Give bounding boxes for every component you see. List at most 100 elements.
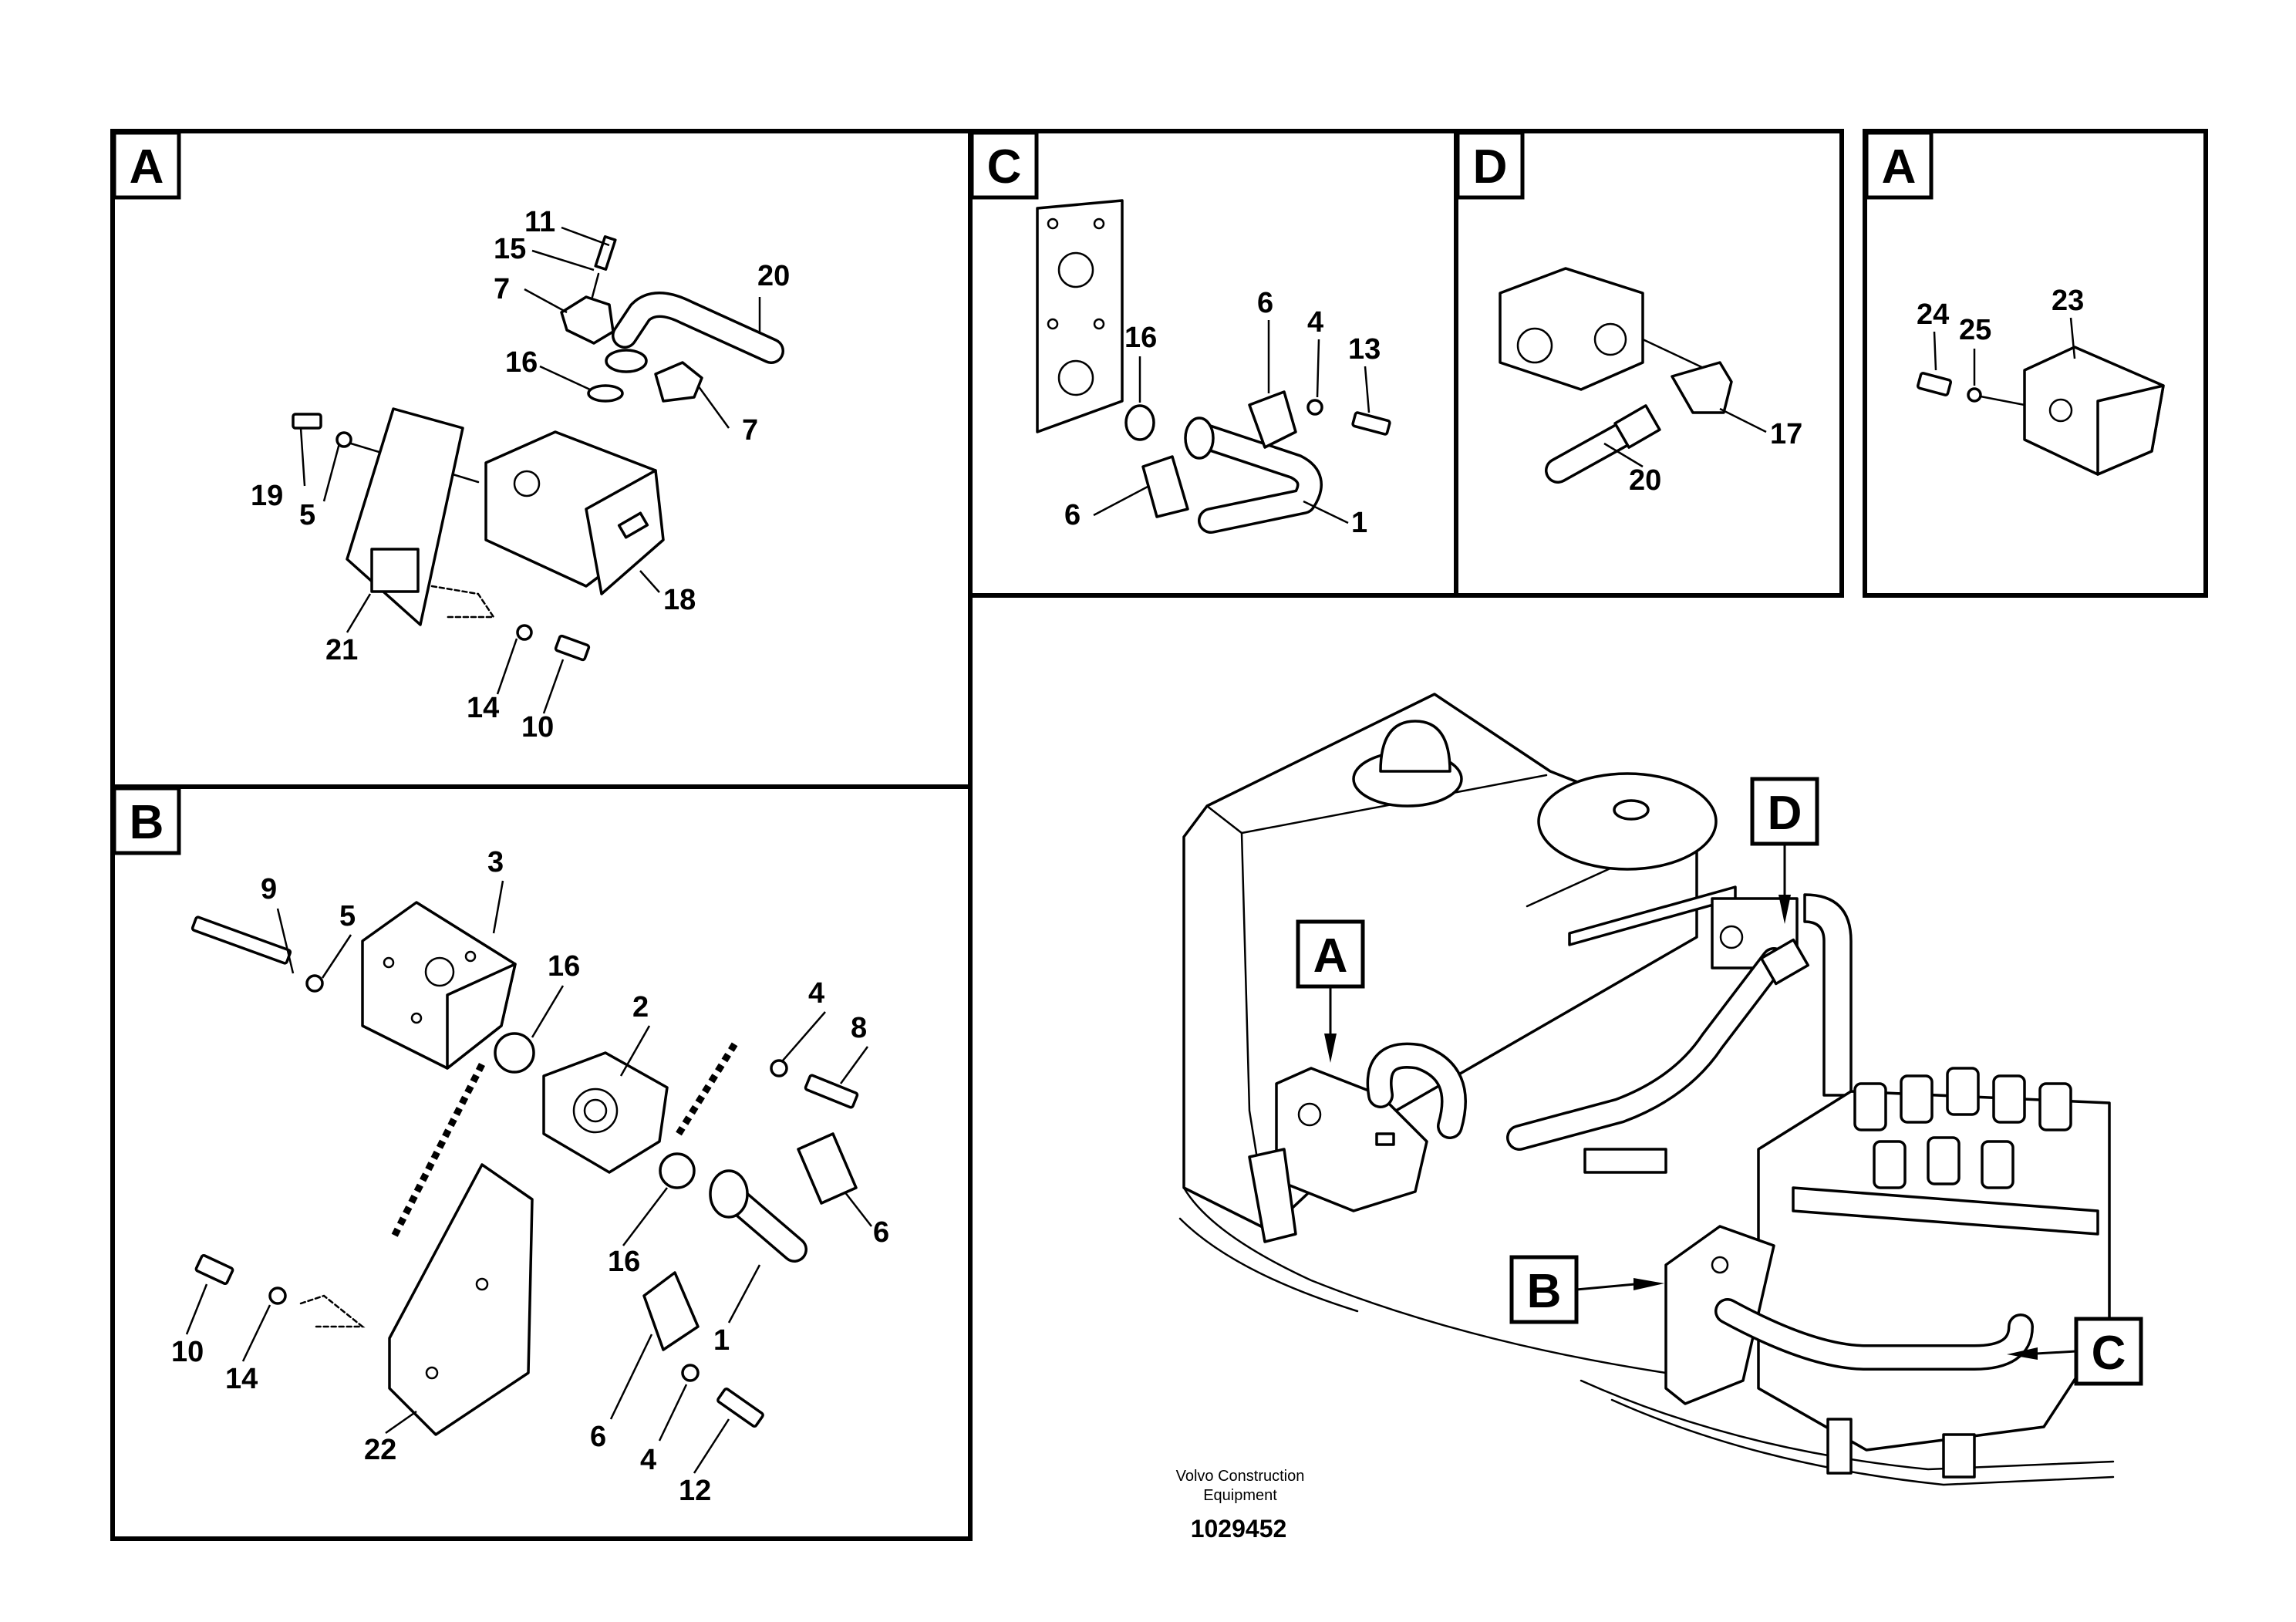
- o-ring-16-b-upper: [494, 1032, 535, 1074]
- callout-b-16a: 16: [548, 950, 580, 983]
- overview-tag-d-box: [1750, 777, 1819, 846]
- callout-18: 18: [663, 584, 696, 616]
- bolt-19: [292, 413, 322, 430]
- washer-5: [335, 431, 352, 448]
- overview-tag-b-box: [1509, 1255, 1579, 1324]
- clamp-6-b-right: [797, 1132, 858, 1205]
- callout-20: 20: [757, 260, 790, 292]
- callout-b-6b: 6: [590, 1421, 606, 1453]
- bolt-24: [1917, 372, 1952, 396]
- overview-assembly: A B C D: [1178, 693, 2143, 1486]
- callout-7a: 7: [494, 273, 510, 305]
- callout-b-4b: 4: [640, 1444, 656, 1476]
- control-valve-bank: [1036, 199, 1124, 433]
- callout-c-1: 1: [1351, 507, 1367, 539]
- tank-cover-right: [1537, 772, 1718, 871]
- clamp-6-upper: [1248, 390, 1297, 449]
- callout-d-20: 20: [1629, 464, 1661, 497]
- o-ring-16-b-lower: [659, 1152, 696, 1189]
- overview-tag-c: C: [2092, 1327, 2126, 1380]
- callout-21: 21: [325, 634, 358, 666]
- bolt-10-b: [194, 1253, 234, 1286]
- bolt-13: [1351, 411, 1391, 436]
- washer-14: [516, 624, 533, 641]
- callout-b-22: 22: [364, 1434, 396, 1466]
- bolt-12: [716, 1388, 764, 1428]
- callout-b-1: 1: [713, 1324, 730, 1357]
- callout-10: 10: [521, 711, 554, 744]
- callout-d-17: 17: [1770, 418, 1802, 450]
- o-ring-16-c: [1124, 404, 1155, 441]
- callout-b-2: 2: [632, 991, 649, 1023]
- callout-c-6a: 6: [1257, 287, 1273, 319]
- footer-company-line1: Volvo Construction: [1176, 1468, 1305, 1485]
- panel-b-frame: [110, 784, 973, 1541]
- panel-a-detail: A 11 15 7 20 16 7 19: [110, 129, 973, 789]
- panel-a-small-frame: [1863, 129, 2208, 598]
- panel-b-tag-box: [112, 786, 181, 855]
- clamp-7-top: [560, 295, 615, 345]
- panel-a-tag: A: [130, 140, 164, 194]
- callout-c-6b: 6: [1064, 499, 1081, 531]
- callout-25: 25: [1959, 314, 1991, 346]
- callout-c-4: 4: [1307, 306, 1323, 339]
- callout-b-8: 8: [851, 1012, 867, 1044]
- callout-b-16b: 16: [608, 1246, 640, 1278]
- footer-drawing-number: 1029452: [1191, 1515, 1287, 1543]
- clamp-6-b-lower: [642, 1271, 700, 1351]
- o-ring-16: [587, 384, 624, 403]
- return-pipe: [1803, 893, 1853, 1097]
- callout-23: 23: [2052, 285, 2084, 317]
- plate-21-bracket: [370, 548, 420, 593]
- washer-25: [1967, 387, 1982, 403]
- overview-tag-a: A: [1313, 929, 1348, 983]
- panel-d-frame: [1454, 129, 1844, 598]
- drawing-footer: Volvo Construction Equipment 1029452: [1176, 1468, 1305, 1543]
- callout-7b: 7: [742, 414, 758, 447]
- panel-c-tag: C: [987, 140, 1022, 194]
- callout-b-4a: 4: [808, 977, 824, 1010]
- callout-b-12: 12: [679, 1475, 711, 1507]
- callout-b-5: 5: [339, 900, 356, 932]
- panel-c-detail: C 16 6 4 13 6 1: [968, 129, 1458, 598]
- flange-b-lower: [709, 1169, 749, 1219]
- callout-b-9: 9: [261, 873, 277, 905]
- flange-c: [1184, 416, 1215, 460]
- overview-tag-a-box: [1296, 919, 1365, 989]
- elbow-fitting-17: [1671, 361, 1733, 414]
- washer-5-b: [305, 974, 324, 993]
- clamp-6-lower: [1141, 455, 1189, 518]
- callout-c-13: 13: [1348, 333, 1381, 366]
- bolt-8: [804, 1074, 859, 1109]
- washer-14-b: [268, 1286, 287, 1305]
- solenoid-row: [1853, 1067, 2072, 1189]
- callout-b-10: 10: [171, 1336, 204, 1368]
- callout-c-16: 16: [1124, 322, 1157, 354]
- breather-cap: [1379, 720, 1451, 773]
- washer-4-b-upper: [770, 1059, 788, 1077]
- dashed-connection-upper: [676, 1039, 740, 1136]
- panel-c-tag-box: [969, 130, 1039, 200]
- dashed-connection-left: [389, 1062, 486, 1240]
- plate-22: [388, 1163, 534, 1436]
- panel-b-tag: B: [130, 796, 164, 849]
- flange-top: [605, 349, 648, 373]
- callout-19: 19: [251, 480, 283, 512]
- callout-11: 11: [524, 206, 555, 238]
- panel-a-small-tag: A: [1882, 140, 1917, 194]
- panel-b-detail: B: [110, 784, 973, 1541]
- panel-d-tag: D: [1473, 140, 1508, 194]
- callout-b-6a: 6: [873, 1216, 889, 1249]
- panel-a-small-tag-box: [1864, 130, 1934, 200]
- callout-16: 16: [505, 346, 538, 379]
- bolt-9: [190, 916, 292, 965]
- overview-tag-b: B: [1527, 1265, 1562, 1318]
- bolt-10: [554, 634, 591, 662]
- callout-15: 15: [494, 233, 526, 265]
- panel-d-detail: D 17 20: [1454, 129, 1844, 598]
- clamp-7-lower: [654, 361, 703, 403]
- bolt-11: [594, 235, 617, 271]
- footer-company-line2: Equipment: [1203, 1487, 1277, 1504]
- panel-d-tag-box: [1455, 130, 1525, 200]
